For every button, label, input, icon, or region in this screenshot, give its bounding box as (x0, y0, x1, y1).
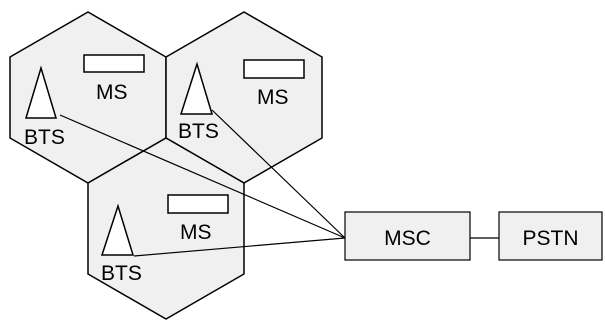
ms-label-2: MS (257, 86, 289, 109)
bts-label-1: BTS (24, 126, 65, 149)
msc-label: MSC (384, 227, 431, 250)
msc-box (344, 211, 471, 261)
ms-device-icon-1 (83, 54, 145, 73)
link-bts2-msc (211, 109, 346, 239)
pstn-box (498, 211, 603, 261)
bts-label-2: BTS (178, 120, 219, 143)
bts-tower-icon-3 (100, 203, 135, 256)
link-bts3-msc (133, 237, 346, 257)
bts-label-3: BTS (101, 262, 142, 285)
ms-device-icon-2 (243, 59, 305, 79)
bts-tower-icon-1 (24, 65, 58, 119)
ms-label-1: MS (96, 81, 128, 104)
cell-hexagon-3 (87, 137, 245, 320)
ms-device-icon-3 (167, 194, 229, 214)
bts-tower-icon-2 (179, 61, 214, 115)
ms-label-3: MS (180, 221, 212, 244)
pstn-label: PSTN (522, 227, 578, 250)
link-bts1-msc (59, 114, 346, 239)
